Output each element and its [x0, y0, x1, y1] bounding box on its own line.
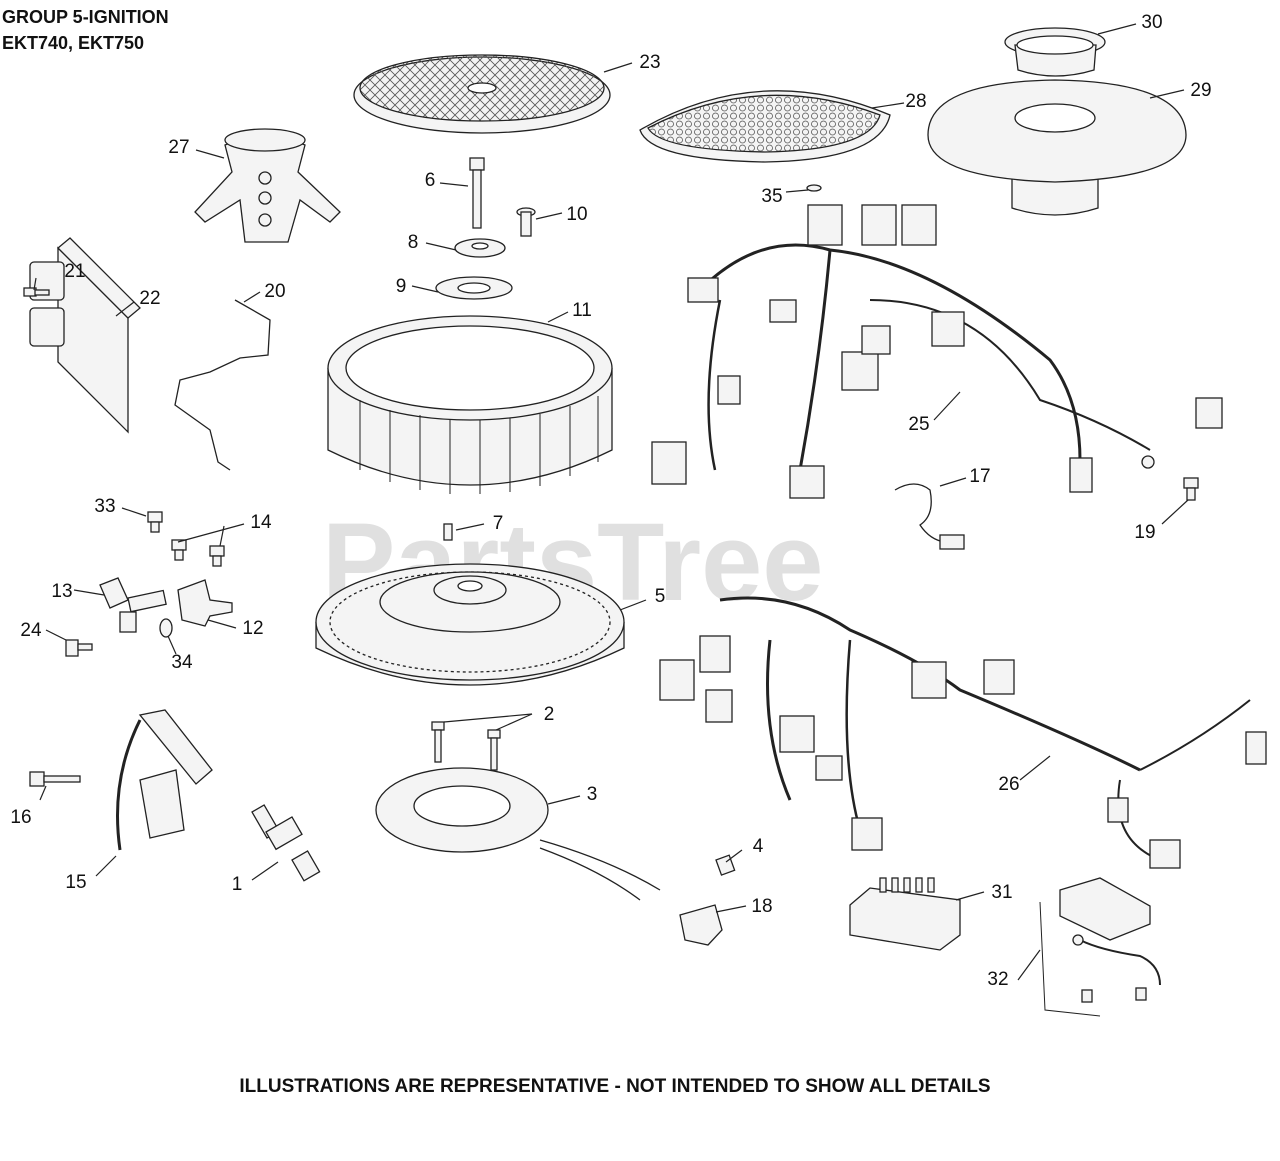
part-stator — [375, 767, 661, 901]
part-wiring-harness-25 — [651, 204, 1223, 499]
part-key — [443, 523, 453, 541]
callout-26: 26 — [998, 774, 1019, 795]
part-lead-17 — [894, 483, 965, 550]
callout-34: 34 — [171, 652, 193, 673]
part-grass-screen — [353, 54, 611, 134]
part-clip-35 — [806, 184, 822, 192]
part-screws-14 — [171, 539, 225, 567]
callout-35: 35 — [761, 186, 782, 207]
part-stator-bolts — [431, 721, 501, 771]
callout-2: 2 — [544, 704, 555, 725]
part-fan — [327, 315, 613, 494]
part-control-module — [29, 237, 141, 434]
part-bracket — [194, 128, 341, 243]
callout-6: 6 — [425, 170, 436, 191]
part-wiring-harness-26 — [659, 596, 1267, 869]
callout-3: 3 — [587, 784, 598, 805]
part-flywheel — [315, 563, 625, 686]
callout-29: 29 — [1190, 80, 1211, 101]
part-pin-10 — [516, 207, 536, 237]
part-ignition-coil — [116, 709, 213, 851]
part-speed-sensor — [99, 577, 167, 633]
part-debris-screen — [639, 90, 891, 163]
callout-10: 10 — [566, 204, 587, 225]
part-spark-plug — [251, 804, 321, 882]
part-spacer-34 — [159, 618, 173, 638]
callout-17: 17 — [969, 466, 990, 487]
callout-24: 24 — [20, 620, 42, 641]
callout-leaders — [33, 23, 1189, 981]
callout-31: 31 — [991, 882, 1012, 903]
callout-16: 16 — [10, 807, 31, 828]
callout-13: 13 — [51, 581, 72, 602]
part-terminal — [715, 854, 736, 876]
callout-25: 25 — [908, 414, 929, 435]
callout-14: 14 — [250, 512, 272, 533]
part-mount-bracket — [174, 299, 271, 471]
part-regulator-kit — [1039, 877, 1161, 1017]
diagram-title-line-2: EKT740, EKT750 — [2, 33, 145, 53]
callout-numbers: 1 2 3 4 5 6 7 8 9 10 11 12 13 14 15 16 1… — [10, 12, 1211, 990]
footer-disclaimer: ILLUSTRATIONS ARE REPRESENTATIVE - NOT I… — [239, 1076, 991, 1097]
callout-33: 33 — [94, 496, 115, 517]
callout-23: 23 — [639, 52, 660, 73]
callout-19: 19 — [1134, 522, 1155, 543]
callout-21: 21 — [64, 261, 85, 282]
callout-28: 28 — [905, 91, 926, 112]
callout-20: 20 — [264, 281, 285, 302]
callout-22: 22 — [139, 288, 160, 309]
part-fan-cover — [927, 79, 1187, 216]
callout-27: 27 — [168, 137, 189, 158]
callout-11: 11 — [572, 300, 592, 321]
part-washer-8 — [454, 238, 506, 258]
part-cap — [1004, 27, 1106, 77]
callout-12: 12 — [242, 618, 263, 639]
callout-30: 30 — [1141, 12, 1162, 33]
callout-15: 15 — [65, 872, 86, 893]
part-connector-18 — [679, 904, 723, 946]
part-screw-19 — [1183, 477, 1199, 501]
callout-7: 7 — [493, 513, 504, 534]
callout-4: 4 — [753, 836, 764, 857]
part-washer-9 — [435, 276, 513, 300]
part-sensor-bracket — [177, 579, 233, 627]
callout-32: 32 — [987, 969, 1008, 990]
callout-8: 8 — [408, 232, 419, 253]
callout-5: 5 — [655, 586, 666, 607]
diagram-title-line-1: GROUP 5-IGNITION — [2, 7, 169, 27]
part-rectifier-regulator — [849, 877, 961, 951]
callout-1: 1 — [232, 874, 243, 895]
callout-18: 18 — [751, 896, 772, 917]
part-screw-24 — [65, 639, 93, 657]
part-screw-21 — [23, 287, 50, 297]
part-bolt-6 — [469, 157, 485, 229]
part-bolt-16 — [29, 771, 81, 787]
part-screw-33 — [147, 511, 163, 533]
callout-9: 9 — [396, 276, 407, 297]
